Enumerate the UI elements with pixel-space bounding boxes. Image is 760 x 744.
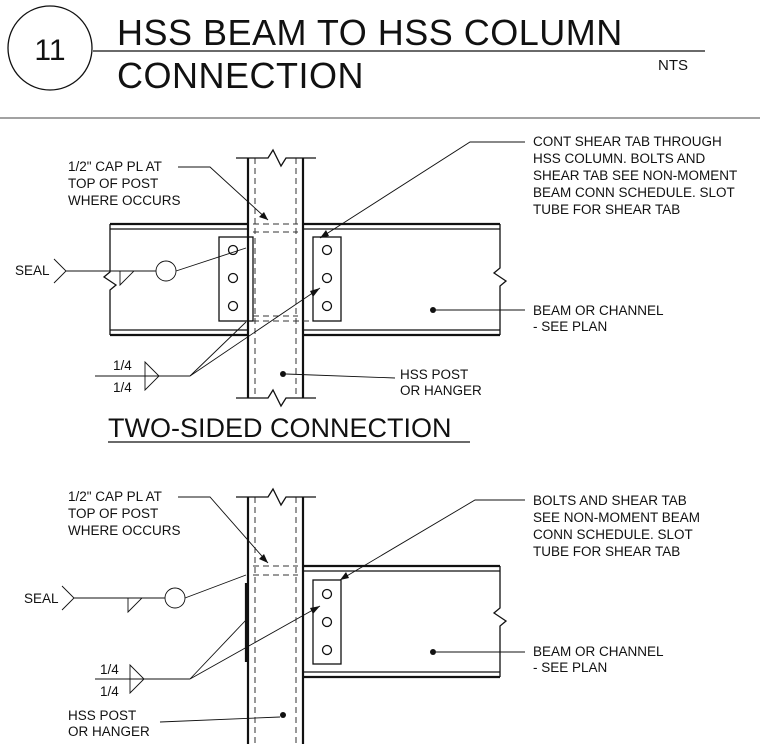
post-note2-line2: OR HANGER — [68, 724, 150, 739]
post-note2-line1: HSS POST — [68, 708, 136, 723]
right-beam-break-line — [492, 224, 508, 335]
two-sided-connection-view: 1/2" CAP PL AT TOP OF POST WHERE OCCURS … — [15, 134, 737, 443]
right-beam — [303, 222, 508, 337]
beam-note2-line1: BEAM OR CHANNEL — [533, 644, 664, 659]
beam-note-dot — [430, 307, 436, 313]
cap-plate-leader — [178, 166, 269, 221]
seal-label-2: SEAL — [24, 591, 59, 606]
shear-tab-note2-line2: SEE NON-MOMENT BEAM — [533, 510, 700, 525]
right-shear-tab — [312, 236, 342, 322]
post-note-line1: HSS POST — [400, 367, 468, 382]
shear-tab-note-line1: CONT SHEAR TAB THROUGH — [533, 134, 722, 149]
seal-label: SEAL — [15, 263, 50, 278]
both-sides-weld-symbol — [144, 360, 160, 392]
beam-note-line2: - SEE PLAN — [533, 319, 607, 334]
detail-header: 11 HSS BEAM TO HSS COLUMN CONNECTION NTS — [0, 5, 760, 119]
detail-title-line1: HSS BEAM TO HSS COLUMN — [117, 12, 623, 53]
column-break-line-top — [236, 148, 316, 168]
cap-plate-note2-line1: 1/2" CAP PL AT — [68, 489, 162, 504]
hss-column-2 — [236, 487, 316, 744]
column-break-line-top-2 — [236, 487, 316, 507]
beam-note2-line2: - SEE PLAN — [533, 660, 607, 675]
weld-size-bottom: 1/4 — [113, 380, 132, 395]
beam-note-line1: BEAM OR CHANNEL — [533, 303, 664, 318]
shear-tab-note-line2: HSS COLUMN. BOLTS AND — [533, 151, 706, 166]
shear-tab-note-line4: BEAM CONN SCHEDULE. SLOT — [533, 185, 735, 200]
shear-tab-note-line5: TUBE FOR SHEAR TAB — [533, 202, 680, 217]
detail-number: 11 — [34, 34, 65, 67]
leader-arrowhead — [259, 212, 268, 220]
left-beam-break-line — [102, 224, 118, 335]
scale-label: NTS — [658, 57, 688, 74]
left-shear-tab — [218, 236, 254, 322]
weld-size-bottom-2: 1/4 — [100, 684, 119, 699]
view-subtitle: TWO-SIDED CONNECTION — [108, 413, 452, 443]
shear-tab-note2-line4: TUBE FOR SHEAR TAB — [533, 544, 680, 559]
left-beam — [102, 222, 248, 337]
cap-plate-note-line2: TOP OF POST — [68, 176, 158, 191]
cap-plate-note2-line3: WHERE OCCURS — [68, 523, 181, 538]
hss-column — [236, 148, 316, 408]
weld-all-around-symbol — [155, 260, 177, 282]
shear-tab-note-line3: SHEAR TAB SEE NON-MOMENT — [533, 168, 737, 183]
beam-break-line-2 — [492, 566, 508, 677]
weld-tail — [53, 258, 67, 284]
cap-plate-note2-line2: TOP OF POST — [68, 506, 158, 521]
one-sided-connection-view: 1/2" CAP PL AT TOP OF POST WHERE OCCURS … — [24, 487, 700, 744]
post-note-dot — [280, 371, 286, 377]
weld-size-top: 1/4 — [113, 358, 132, 373]
beam-2 — [303, 564, 508, 679]
cap-plate — [253, 223, 298, 233]
bolts — [227, 244, 333, 312]
detail-title-line2: CONNECTION — [117, 55, 364, 96]
post-note-line2: OR HANGER — [400, 383, 482, 398]
cap-plate-2 — [253, 565, 298, 576]
cap-plate-note-line3: WHERE OCCURS — [68, 193, 181, 208]
cap-plate-note-line1: 1/2" CAP PL AT — [68, 159, 162, 174]
shear-tab-note2-line3: CONN SCHEDULE. SLOT — [533, 527, 693, 542]
weld-size-top-2: 1/4 — [100, 662, 119, 677]
shear-tab-note2-line1: BOLTS AND SHEAR TAB — [533, 493, 687, 508]
detail-number-bubble — [7, 5, 93, 91]
shear-tab-2 — [312, 579, 342, 665]
fillet-weld-symbol — [119, 270, 136, 287]
column-break-line-bottom — [236, 388, 316, 408]
bolts-2 — [321, 588, 333, 656]
shear-tab-leader — [319, 141, 525, 239]
